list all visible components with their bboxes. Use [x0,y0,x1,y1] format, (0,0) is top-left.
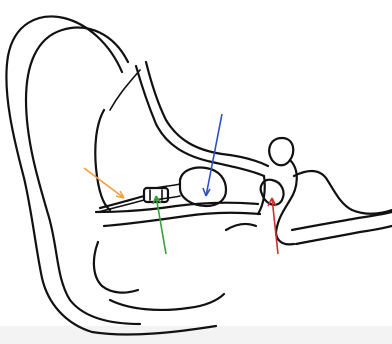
green-arrow [153,196,166,254]
canal-upper-wall-2 [146,62,268,166]
canal-upper-wall [136,66,264,176]
inner-ear-lower [296,226,392,244]
antihelix [95,110,110,210]
lobe-contour [110,294,224,310]
inner-ear-lower-2 [292,212,392,230]
canal-lower-wall-2 [104,213,260,226]
orange-arrow [84,168,124,198]
antitragus [94,242,138,293]
inner-ear-contour [294,171,392,214]
canal-lower-wall [96,203,258,212]
blue-arrow [203,114,222,196]
concha-fold [110,70,140,110]
device-body [180,168,226,207]
canal-floor [226,224,256,230]
